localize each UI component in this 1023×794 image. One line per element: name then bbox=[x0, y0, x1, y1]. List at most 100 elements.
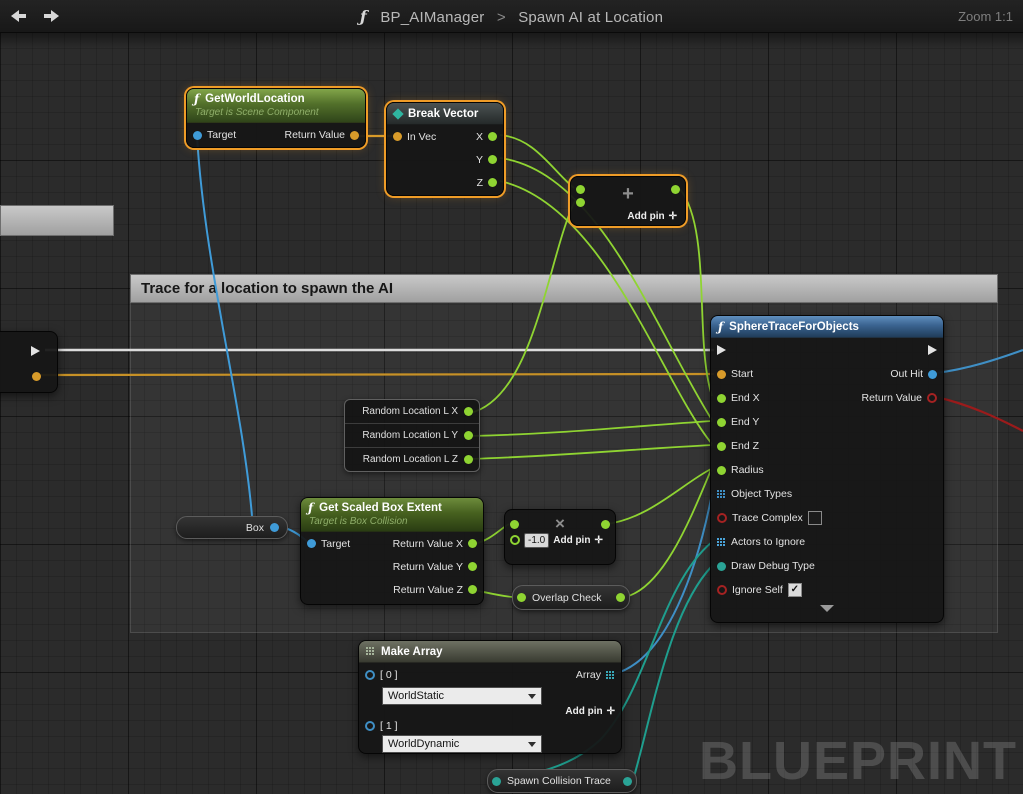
node-spawn-collision-trace[interactable]: Spawn Collision Trace bbox=[487, 769, 637, 793]
random-location-group[interactable]: Random Location L X Random Location L Y … bbox=[344, 399, 480, 472]
spawn-in-pin[interactable] bbox=[492, 776, 501, 786]
comment-partial-header[interactable] bbox=[0, 205, 114, 236]
add-pin-button[interactable]: Add pin ✛ bbox=[565, 706, 615, 717]
x-pin[interactable] bbox=[488, 132, 497, 141]
start-pin[interactable] bbox=[717, 369, 726, 379]
vector-out-pin[interactable] bbox=[32, 372, 41, 381]
target-pin[interactable] bbox=[193, 130, 202, 140]
forward-button[interactable] bbox=[38, 5, 64, 27]
node-title: Get Scaled Box Extent bbox=[319, 502, 442, 514]
pin-label: Object Types bbox=[731, 488, 793, 500]
plus-icon: ✛ bbox=[668, 211, 677, 222]
spawn-out-pin[interactable] bbox=[623, 776, 632, 786]
multiply-value-field[interactable]: -1.0 bbox=[524, 532, 550, 548]
overlap-out-pin[interactable] bbox=[616, 593, 625, 602]
node-overlap-check[interactable]: Overlap Check bbox=[512, 585, 630, 610]
pin-label: In Vec bbox=[407, 130, 437, 143]
pin-label: End X bbox=[731, 392, 760, 404]
variable-label: Random Location L Y bbox=[362, 430, 458, 441]
target-pin[interactable] bbox=[307, 539, 316, 548]
draw-debug-type-pin[interactable] bbox=[717, 561, 726, 571]
invec-pin[interactable] bbox=[393, 132, 402, 141]
array-item0-pin[interactable] bbox=[365, 670, 375, 680]
ignore-self-checkbox[interactable]: ✓ bbox=[787, 583, 802, 597]
item0-dropdown[interactable]: WorldStatic bbox=[382, 687, 542, 705]
comment-header[interactable]: Trace for a location to spawn the AI bbox=[130, 274, 998, 303]
multiply-output-pin[interactable] bbox=[601, 520, 610, 529]
node-make-array[interactable]: Make Array [ 0 ] Array WorldStatic Add p… bbox=[358, 640, 622, 754]
pin-label: Trace Complex bbox=[732, 512, 803, 524]
end-x-pin[interactable] bbox=[717, 393, 726, 403]
add-output-pin[interactable] bbox=[671, 185, 680, 194]
node-subtitle: Target is Box Collision bbox=[309, 516, 408, 527]
y-pin[interactable] bbox=[488, 155, 497, 164]
trace-complex-checkbox[interactable] bbox=[807, 511, 822, 525]
pin-label: Return Value bbox=[284, 129, 345, 141]
ignore-self-pin[interactable] bbox=[717, 585, 727, 595]
out-hit-pin[interactable] bbox=[928, 369, 937, 379]
node-header[interactable]: ƒ Get Scaled Box Extent Target is Box Co… bbox=[301, 498, 483, 532]
add-pin-label: Add pin bbox=[627, 211, 665, 222]
node-sphere-trace-for-objects[interactable]: ƒ SphereTraceForObjects Start Out Hit En… bbox=[710, 315, 944, 623]
random-z-pin[interactable] bbox=[464, 455, 473, 464]
array-item1-pin[interactable] bbox=[365, 721, 375, 731]
node-title: Break Vector bbox=[408, 107, 479, 120]
node-random-location-z[interactable]: Random Location L Z bbox=[345, 448, 479, 471]
exec-out-pin[interactable] bbox=[928, 345, 937, 355]
node-get-scaled-box-extent[interactable]: ƒ Get Scaled Box Extent Target is Box Co… bbox=[300, 497, 484, 605]
node-break-vector[interactable]: Break Vector In Vec X Y Z bbox=[386, 102, 504, 196]
object-types-pin[interactable] bbox=[717, 489, 726, 499]
node-header[interactable]: Break Vector bbox=[387, 103, 503, 125]
return-value-pin[interactable] bbox=[350, 130, 359, 140]
blueprint-watermark: BLUEPRINT bbox=[699, 731, 1017, 791]
actors-to-ignore-pin[interactable] bbox=[717, 537, 726, 547]
item1-dropdown[interactable]: WorldDynamic bbox=[382, 735, 542, 753]
node-header[interactable]: ƒ SphereTraceForObjects bbox=[711, 316, 943, 338]
pin-label: Y bbox=[475, 153, 483, 166]
node-box-variable[interactable]: Box bbox=[176, 516, 288, 539]
add-pin-button[interactable]: Add pin ✛ bbox=[553, 535, 603, 546]
return-z-pin[interactable] bbox=[468, 585, 477, 594]
return-x-pin[interactable] bbox=[468, 539, 477, 548]
z-pin[interactable] bbox=[488, 178, 497, 187]
node-random-location-y[interactable]: Random Location L Y bbox=[345, 424, 479, 448]
overlap-in-pin[interactable] bbox=[517, 593, 526, 602]
back-button[interactable] bbox=[6, 5, 32, 27]
multiply-input-a-pin[interactable] bbox=[510, 520, 519, 529]
exec-in-pin[interactable] bbox=[717, 345, 726, 355]
node-multiply[interactable]: × -1.0 Add pin ✛ bbox=[504, 509, 616, 565]
multiply-input-b-pin[interactable] bbox=[510, 535, 520, 545]
trace-complex-pin[interactable] bbox=[717, 513, 727, 523]
node-random-location-x[interactable]: Random Location L X bbox=[345, 400, 479, 424]
breadcrumb-parent[interactable]: BP_AIManager bbox=[380, 8, 485, 26]
random-y-pin[interactable] bbox=[464, 431, 473, 440]
add-input-a-pin[interactable] bbox=[576, 185, 585, 194]
forward-arrow-icon bbox=[43, 10, 59, 22]
pin-label: Ignore Self bbox=[732, 584, 783, 596]
add-input-b-pin[interactable] bbox=[576, 198, 585, 207]
collapse-chevron-icon[interactable] bbox=[820, 605, 834, 612]
random-x-pin[interactable] bbox=[464, 407, 473, 416]
node-title: SphereTraceForObjects bbox=[729, 320, 859, 333]
variable-label: Box bbox=[245, 521, 264, 534]
box-out-pin[interactable] bbox=[270, 523, 279, 532]
exec-out-pin[interactable] bbox=[31, 346, 40, 356]
node-header[interactable]: Make Array bbox=[359, 641, 621, 663]
node-title: GetWorldLocation bbox=[205, 93, 305, 105]
array-out-pin[interactable] bbox=[606, 670, 615, 680]
node-partial-left[interactable] bbox=[0, 331, 58, 393]
node-header[interactable]: ƒ GetWorldLocation Target is Scene Compo… bbox=[187, 89, 365, 123]
add-pin-button[interactable]: Add pin ✛ bbox=[627, 211, 677, 222]
radius-pin[interactable] bbox=[717, 465, 726, 475]
node-add[interactable]: + Add pin ✛ bbox=[570, 176, 686, 226]
return-value-pin[interactable] bbox=[927, 393, 937, 403]
end-y-pin[interactable] bbox=[717, 417, 726, 427]
pin-label: Array bbox=[575, 669, 601, 681]
node-get-world-location[interactable]: ƒ GetWorldLocation Target is Scene Compo… bbox=[186, 88, 366, 148]
return-y-pin[interactable] bbox=[468, 562, 477, 571]
pin-label: End Z bbox=[731, 440, 760, 452]
end-z-pin[interactable] bbox=[717, 441, 726, 451]
breadcrumb-separator: > bbox=[496, 8, 506, 26]
zoom-indicator: Zoom 1:1 bbox=[958, 8, 1013, 24]
